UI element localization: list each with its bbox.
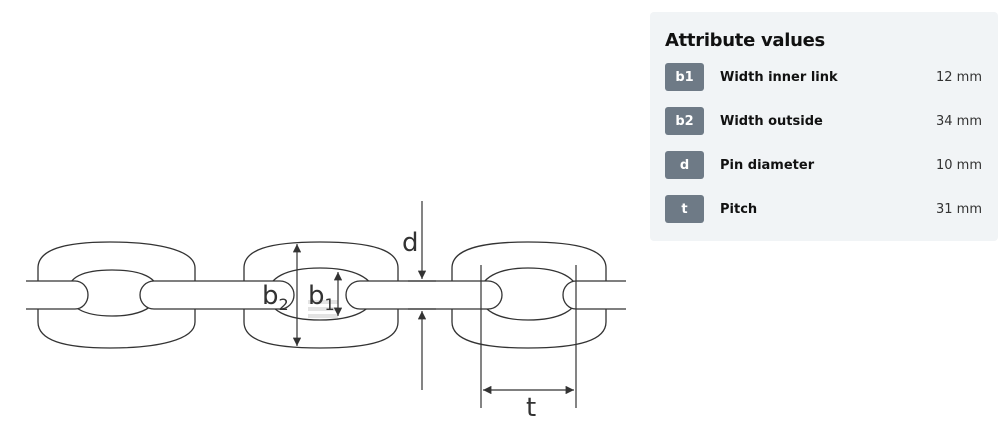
- chain-link-front: [37, 241, 196, 349]
- chain-flat-link-right-end: [562, 280, 626, 310]
- attribute-code-badge: d: [665, 151, 704, 179]
- chain-flat-link-2: [345, 280, 503, 310]
- attribute-value: 10 mm: [935, 157, 982, 173]
- watermark-mark: [308, 300, 338, 318]
- label-t: t: [526, 393, 536, 423]
- attribute-code-badge: b2: [665, 107, 704, 135]
- attribute-name: Pitch: [720, 201, 758, 217]
- chain-diagram: b2 b1 d t: [26, 201, 626, 423]
- label-b2: b2: [262, 281, 289, 314]
- label-b1: b1: [308, 281, 335, 314]
- attribute-values-panel: Attribute values b1 Width inner link 12 …: [650, 12, 998, 241]
- attribute-code-badge: t: [665, 195, 704, 223]
- attribute-name: Pin diameter: [720, 157, 815, 173]
- attribute-row-b2: b2 Width outside 34 mm: [665, 107, 982, 135]
- attribute-value: 34 mm: [935, 113, 982, 129]
- label-d: d: [402, 228, 419, 258]
- attribute-row-b1: b1 Width inner link 12 mm: [665, 63, 982, 91]
- attribute-row-t: t Pitch 31 mm: [665, 195, 982, 223]
- attribute-value: 12 mm: [935, 69, 982, 85]
- attribute-name: Width inner link: [720, 69, 838, 85]
- panel-title: Attribute values: [665, 30, 825, 51]
- attribute-row-d: d Pin diameter 10 mm: [665, 151, 982, 179]
- attribute-code-badge: b1: [665, 63, 704, 91]
- chain-flat-link-left-end: [26, 280, 89, 310]
- attribute-name: Width outside: [720, 113, 823, 129]
- attribute-value: 31 mm: [935, 201, 982, 217]
